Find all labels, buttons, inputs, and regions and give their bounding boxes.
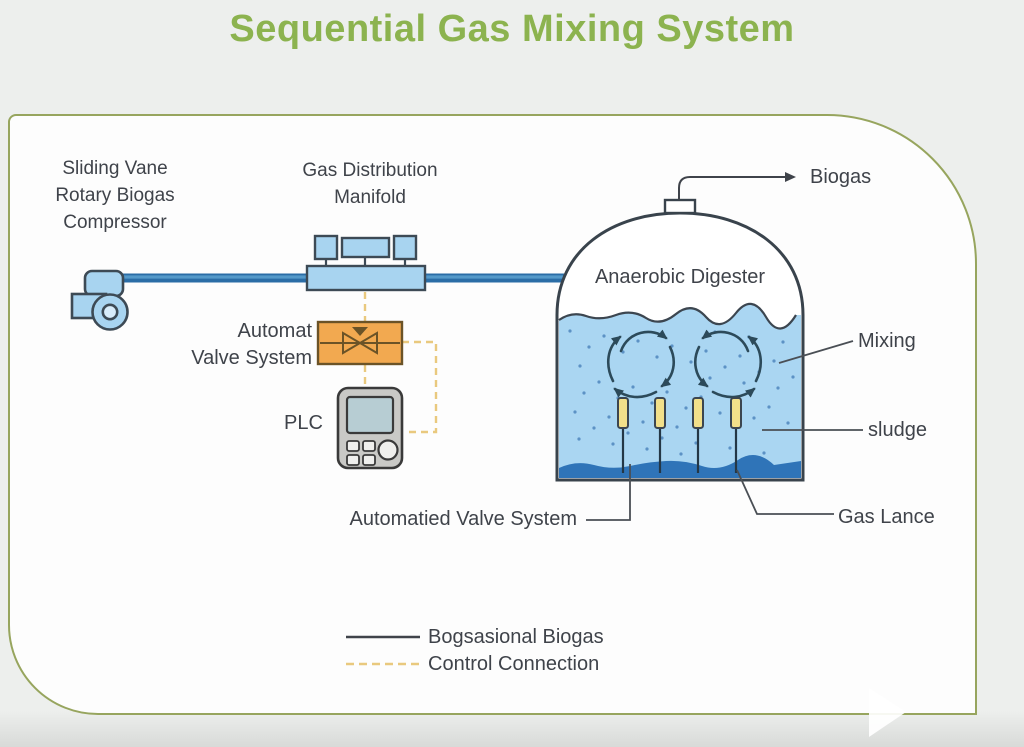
compressor-label-line3: Compressor [63, 212, 167, 233]
vent-nozzle [663, 198, 697, 215]
valve-icon [316, 320, 404, 366]
gas-lance-label: Gas Lance [838, 506, 935, 528]
gas-lance-rod [617, 397, 629, 429]
digester-tank [555, 198, 805, 482]
compressor-label: Sliding Vane Rotary Biogas Compressor [20, 155, 210, 236]
legend-item-biogas: Bogsasional Biogas [428, 626, 604, 648]
valve-label: Automat Valve System [140, 318, 312, 372]
gas-lance-rod [654, 397, 666, 429]
automated-valve-label: Automatied Valve System [349, 508, 577, 530]
manifold-label-line1: Gas Distribution [302, 160, 438, 181]
manifold-label-line2: Manifold [334, 187, 406, 208]
plc-label: PLC [284, 412, 323, 434]
valve-label-line2: Valve System [191, 347, 312, 369]
gas-lances [617, 397, 742, 473]
leader-lines [586, 340, 863, 521]
page-title: Sequential Gas Mixing System [229, 8, 795, 50]
biogas-outlet-arrow [678, 172, 796, 200]
digester-liquid [559, 303, 801, 478]
leader-automated-valve [586, 464, 631, 521]
sludge-label: sludge [868, 419, 927, 441]
control-connection-lines [363, 292, 438, 434]
leader-mixing [778, 340, 854, 364]
leader-gas-lance [736, 469, 834, 515]
compressor-icon [70, 269, 129, 331]
mixing-label: Mixing [858, 330, 916, 352]
manifold-label: Gas Distribution Manifold [268, 157, 472, 211]
gas-lance-rod [730, 397, 742, 429]
legend-item-control: Control Connection [428, 653, 600, 675]
gas-lance-rod [692, 397, 704, 429]
valve-label-line1: Automat [237, 320, 312, 342]
compressor-label-line1: Sliding Vane [62, 158, 168, 179]
diagram-frame [8, 114, 977, 715]
cursor-artifact [869, 688, 906, 737]
digester-label: Anaerobic Digester [594, 266, 766, 288]
legend-swatches [346, 635, 420, 666]
sludge-layer [559, 455, 801, 478]
mixing-arrows [606, 329, 763, 399]
manifold-icon [305, 234, 427, 292]
background-bottom-shade [0, 711, 1024, 747]
biogas-label: Biogas [810, 166, 872, 188]
plc-icon [336, 386, 404, 470]
compressor-label-line2: Rotary Biogas [55, 185, 175, 206]
